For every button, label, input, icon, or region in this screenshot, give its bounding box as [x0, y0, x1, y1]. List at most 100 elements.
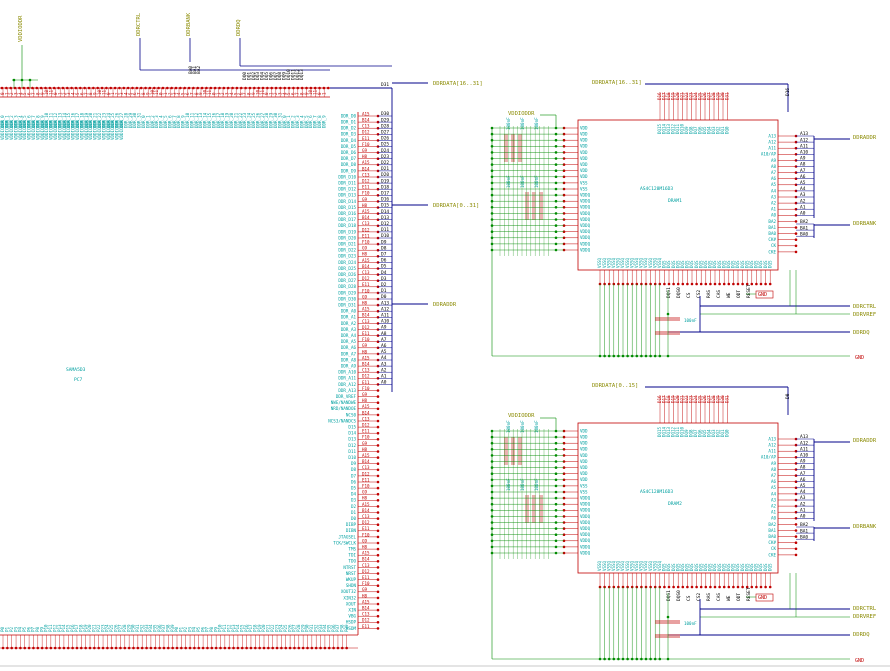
- dram-addr-label: A13: [800, 131, 808, 137]
- net-label-ddrvref-lower[interactable]: DDRVREF: [853, 614, 876, 620]
- cpu-right-pin-num: G9: [362, 246, 368, 251]
- junction-dot: [554, 527, 558, 530]
- cpu-right-pin-num: F10: [362, 337, 370, 342]
- processor-symbol[interactable]: DDR_00DDR_11DDR_22DDR_33DDR_44DDR_55DDR_…: [0, 38, 428, 650]
- dram-bottom-pin-name: VSSQ: [643, 560, 648, 571]
- cpu-top-pin-name: DDR_26: [255, 112, 260, 128]
- net-label-ddrctrl-upper[interactable]: DDRCTRL: [853, 304, 877, 310]
- net-label-vddioddr-top[interactable]: VDDIODDR: [18, 15, 24, 42]
- cpu-ctrl-label: DQ0: [242, 72, 248, 80]
- cpu-top-pin-name: DDR_7: [313, 115, 318, 128]
- cpu-right-pin-num: D12: [362, 276, 370, 281]
- net-label-ddraddr-cpu[interactable]: DDRADDR: [433, 302, 457, 308]
- vref-cap-value: 100nF: [684, 621, 697, 626]
- net-label-ddrctrl-top[interactable]: DDRCTRL: [136, 12, 142, 36]
- dram-bottom-pin-name: DQS: [712, 260, 717, 268]
- dram-ctrl-label: DQS0: [676, 590, 682, 601]
- dram-ctrl-label: DQS1: [666, 590, 672, 601]
- net-label-ddraddr-lower[interactable]: DDRADDR: [853, 438, 877, 444]
- cpu-bottom-pin-name: P7: [31, 626, 36, 632]
- cpu-top-pin-num: 4: [176, 92, 181, 95]
- junction-dot: [39, 86, 43, 90]
- junction-dot: [13, 86, 17, 90]
- net-label-ddrbank-lower[interactable]: DDRBANK: [853, 524, 877, 530]
- junction-dot: [794, 547, 798, 551]
- dram-data-pin-num: D25: [698, 395, 703, 403]
- junction-dot: [192, 86, 195, 90]
- dram-right-pin-name: A0: [771, 213, 777, 218]
- dram-lower-bus-label[interactable]: DDRDATA[0..15]: [592, 383, 638, 389]
- cpu-right-pin-name: D7: [351, 473, 357, 478]
- net-label-ddraddr-upper[interactable]: DDRADDR: [853, 135, 877, 141]
- junction-dot: [667, 282, 671, 286]
- cpu-right-pin-name: DDR_A5: [341, 339, 357, 344]
- dram-left-pin-name: VDD: [580, 156, 588, 161]
- cpu-right-pin-name: DIBN: [346, 528, 357, 533]
- net-label-ddrdata-lo[interactable]: DDRDATA[0..31]: [433, 203, 479, 209]
- junction-dot: [490, 224, 494, 227]
- cpu-right-pin-num: E11: [362, 282, 370, 287]
- dram-left-pin-name: VDDQ: [580, 526, 591, 531]
- cpu-top-pin-name: DDR_10: [185, 112, 190, 128]
- cpu-bus-wire-label: D28: [381, 123, 389, 129]
- net-label-vddioddr-upper[interactable]: VDDIODDR: [508, 111, 535, 117]
- junction-dot: [376, 505, 380, 508]
- net-label-ddrdq-upper[interactable]: DDRDQ: [853, 330, 870, 336]
- net-label-ddrdq-lower[interactable]: DDRDQ: [853, 632, 870, 638]
- cpu-right-pin-num: B14: [362, 410, 370, 415]
- dram-bottom-pin-name: DQS: [703, 260, 708, 268]
- junction-dot: [745, 585, 749, 589]
- dram-lower-symbol[interactable]: AS4C128M16D3DRAM2D16DQ15D17DQ14D18DQ13D1…: [490, 386, 850, 661]
- dram-bottom-pin-name: VSSQ: [657, 560, 662, 571]
- net-label-ddrbank-top[interactable]: DDRBANK: [186, 12, 192, 36]
- net-label-vddioddr-lower[interactable]: VDDIODDR: [508, 413, 535, 419]
- dram-addr-label: A10: [800, 150, 808, 156]
- net-label-ddrbank-upper[interactable]: DDRBANK: [853, 221, 877, 227]
- net-label-ddrdata-hi[interactable]: DDRDATA[16..31]: [433, 81, 483, 87]
- dram-ref: DRAM1: [668, 198, 682, 204]
- cpu-right-pin-num: E11: [362, 233, 370, 238]
- cpu-top-pin-num: 1: [216, 92, 221, 95]
- cpu-right-pin-num: E11: [362, 526, 370, 531]
- cpu-right-pin-num: D12: [362, 618, 370, 623]
- junction-dot: [376, 407, 380, 411]
- cpu-bottom-pin-name: P11: [48, 624, 53, 632]
- cpu-bus-wire-label: A8: [381, 331, 387, 337]
- cpu-top-pin-name: DDR_8: [176, 115, 181, 128]
- dram-upper-symbol[interactable]: AS4C128M16D3DRAM1D16DQ15D17DQ14D18DQ13D1…: [490, 83, 850, 358]
- dram-right-pin-name: A2: [771, 504, 777, 509]
- gnd-label-lower[interactable]: GND: [855, 658, 864, 664]
- dram-right-pin-name: A5: [771, 485, 777, 490]
- cpu-right-pin-num: G9: [362, 490, 368, 495]
- cpu-right-pin-num: E11: [362, 429, 370, 434]
- dram-right-pin-name: CK: [771, 243, 777, 248]
- junction-dot: [554, 539, 558, 543]
- dram-right-pin-name: A3: [771, 194, 777, 199]
- junction-dot: [376, 462, 380, 466]
- cpu-right-pin-num: G9: [362, 197, 368, 202]
- svg-text:VDDIODDR: VDDIODDR: [18, 15, 24, 42]
- net-label-ddrdq-top[interactable]: DDRDQ: [236, 19, 242, 36]
- junction-dot: [598, 354, 602, 358]
- dram-bottom-pin-name: VSSQ: [634, 257, 639, 268]
- cpu-top-pin-num: 4: [71, 92, 76, 95]
- cpu-right-pin-num: D12: [362, 374, 370, 379]
- net-label-ddrvref-upper[interactable]: DDRVREF: [853, 312, 876, 318]
- cpu-right-pin-num: E11: [362, 331, 370, 336]
- dram-upper-bus-label[interactable]: DDRDATA[16..31]: [592, 80, 642, 86]
- junction-dot: [490, 206, 494, 209]
- dram-addr-label: A6: [800, 477, 806, 483]
- junction-dot: [554, 515, 558, 518]
- dram-bottom-pin-name: DQS: [698, 260, 703, 268]
- net-label-ddrctrl-lower[interactable]: DDRCTRL: [853, 606, 877, 612]
- cpu-ctrl-label: DQ2: [251, 72, 257, 80]
- cpu-bottom-pin-name: P15: [65, 624, 70, 632]
- dram-right-pin-name: A11: [768, 449, 776, 454]
- junction-dot: [736, 585, 740, 589]
- cpu-right-pin-num: H8: [362, 496, 368, 501]
- cpu-right-pin-name: DDR_D24: [338, 260, 356, 265]
- cpu-bottom-pin-name: P29: [126, 624, 131, 632]
- junction-dot: [376, 486, 380, 490]
- junction-dot: [96, 86, 99, 90]
- gnd-label-upper[interactable]: GND: [855, 355, 864, 361]
